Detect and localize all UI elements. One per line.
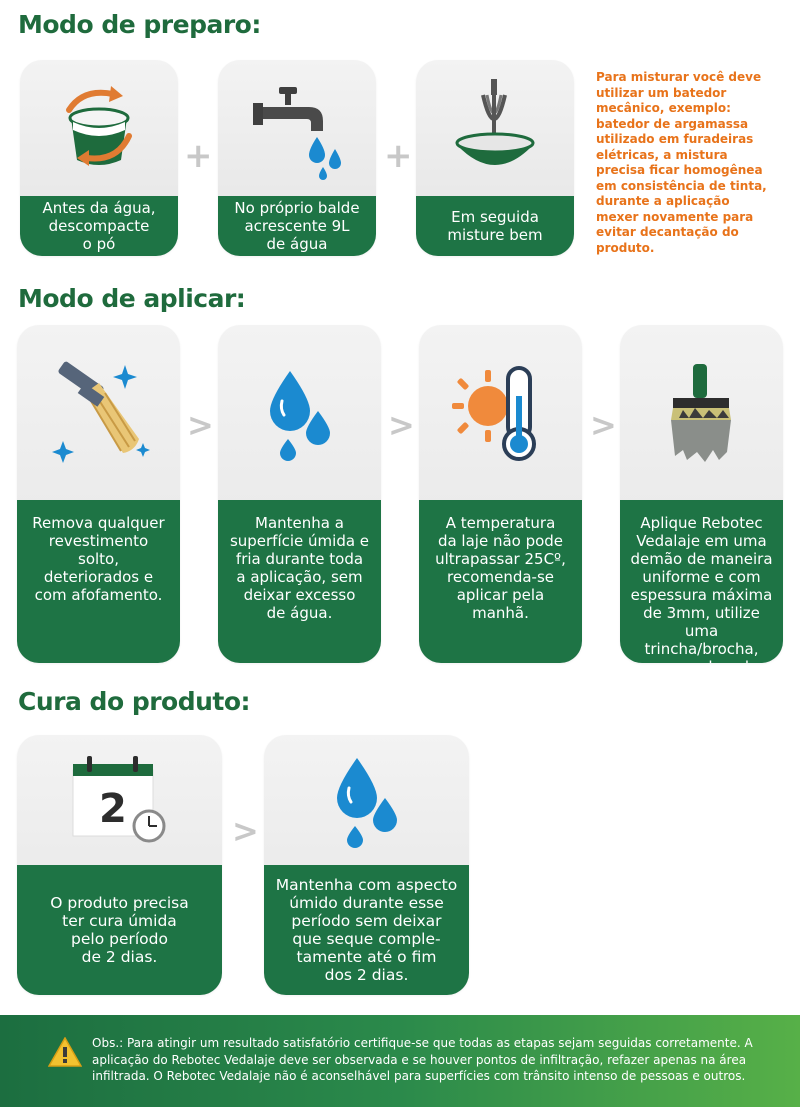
bucket-mix-icon <box>20 60 178 196</box>
footer-obs-text: Obs.: Para atingir um resultado satisfat… <box>92 1036 753 1083</box>
svg-text:2: 2 <box>99 786 127 832</box>
section-title-aplicar: Modo de aplicar: <box>18 284 246 313</box>
chevron-separator: > <box>187 406 214 444</box>
mixing-note: Para misturar você deve utilizar um bate… <box>596 70 767 255</box>
water-drops-icon <box>218 325 381 500</box>
step-label: Mantenha a superfície úmida e fria duran… <box>218 500 381 663</box>
step-card-mantenha: Mantenha a superfície úmida e fria duran… <box>218 325 381 663</box>
step-label: Mantenha com aspecto úmido durante esse … <box>264 865 469 995</box>
step-label: Antes da água, descompacte o pó <box>20 196 178 256</box>
step-label: O produto precisa ter cura úmida pelo pe… <box>17 865 222 995</box>
step-label: Aplique Rebotec Vedalaje em uma demão de… <box>620 500 783 663</box>
step-card-misture: Em seguida misture bem <box>416 60 574 256</box>
step-label: No próprio balde acrescente 9L de água <box>218 196 376 256</box>
mixer-icon <box>416 60 574 196</box>
step-card-agua: No próprio balde acrescente 9L de água <box>218 60 376 256</box>
water-drops-icon <box>264 735 469 865</box>
step-label: A temperatura da laje não pode ultrapass… <box>419 500 582 663</box>
plus-separator: + <box>384 136 413 176</box>
section-title-cura: Cura do produto: <box>18 687 251 716</box>
sun-thermometer-icon <box>419 325 582 500</box>
step-card-cura-umido: Mantenha com aspecto úmido durante esse … <box>264 735 469 995</box>
step-card-temperatura: A temperatura da laje não pode ultrapass… <box>419 325 582 663</box>
step-card-remova: Remova qualquer revestimento solto, dete… <box>17 325 180 663</box>
chevron-separator: > <box>232 812 259 850</box>
faucet-icon <box>218 60 376 196</box>
chevron-separator: > <box>590 406 617 444</box>
section-title-preparo: Modo de preparo: <box>18 10 261 39</box>
warning-icon <box>47 1036 83 1071</box>
calendar-icon: 2 <box>17 735 222 865</box>
step-card-cura-2dias: 2 O produto precisa ter cura úmida pelo … <box>17 735 222 995</box>
plus-separator: + <box>184 136 213 176</box>
step-card-aplique: Aplique Rebotec Vedalaje em uma demão de… <box>620 325 783 663</box>
step-label: Remova qualquer revestimento solto, dete… <box>17 500 180 663</box>
footer-banner: Obs.: Para atingir um resultado satisfat… <box>0 1015 800 1107</box>
broom-icon <box>17 325 180 500</box>
paintbrush-icon <box>620 325 783 500</box>
chevron-separator: > <box>388 406 415 444</box>
step-label: Em seguida misture bem <box>416 196 574 256</box>
step-card-descompacte: Antes da água, descompacte o pó <box>20 60 178 256</box>
